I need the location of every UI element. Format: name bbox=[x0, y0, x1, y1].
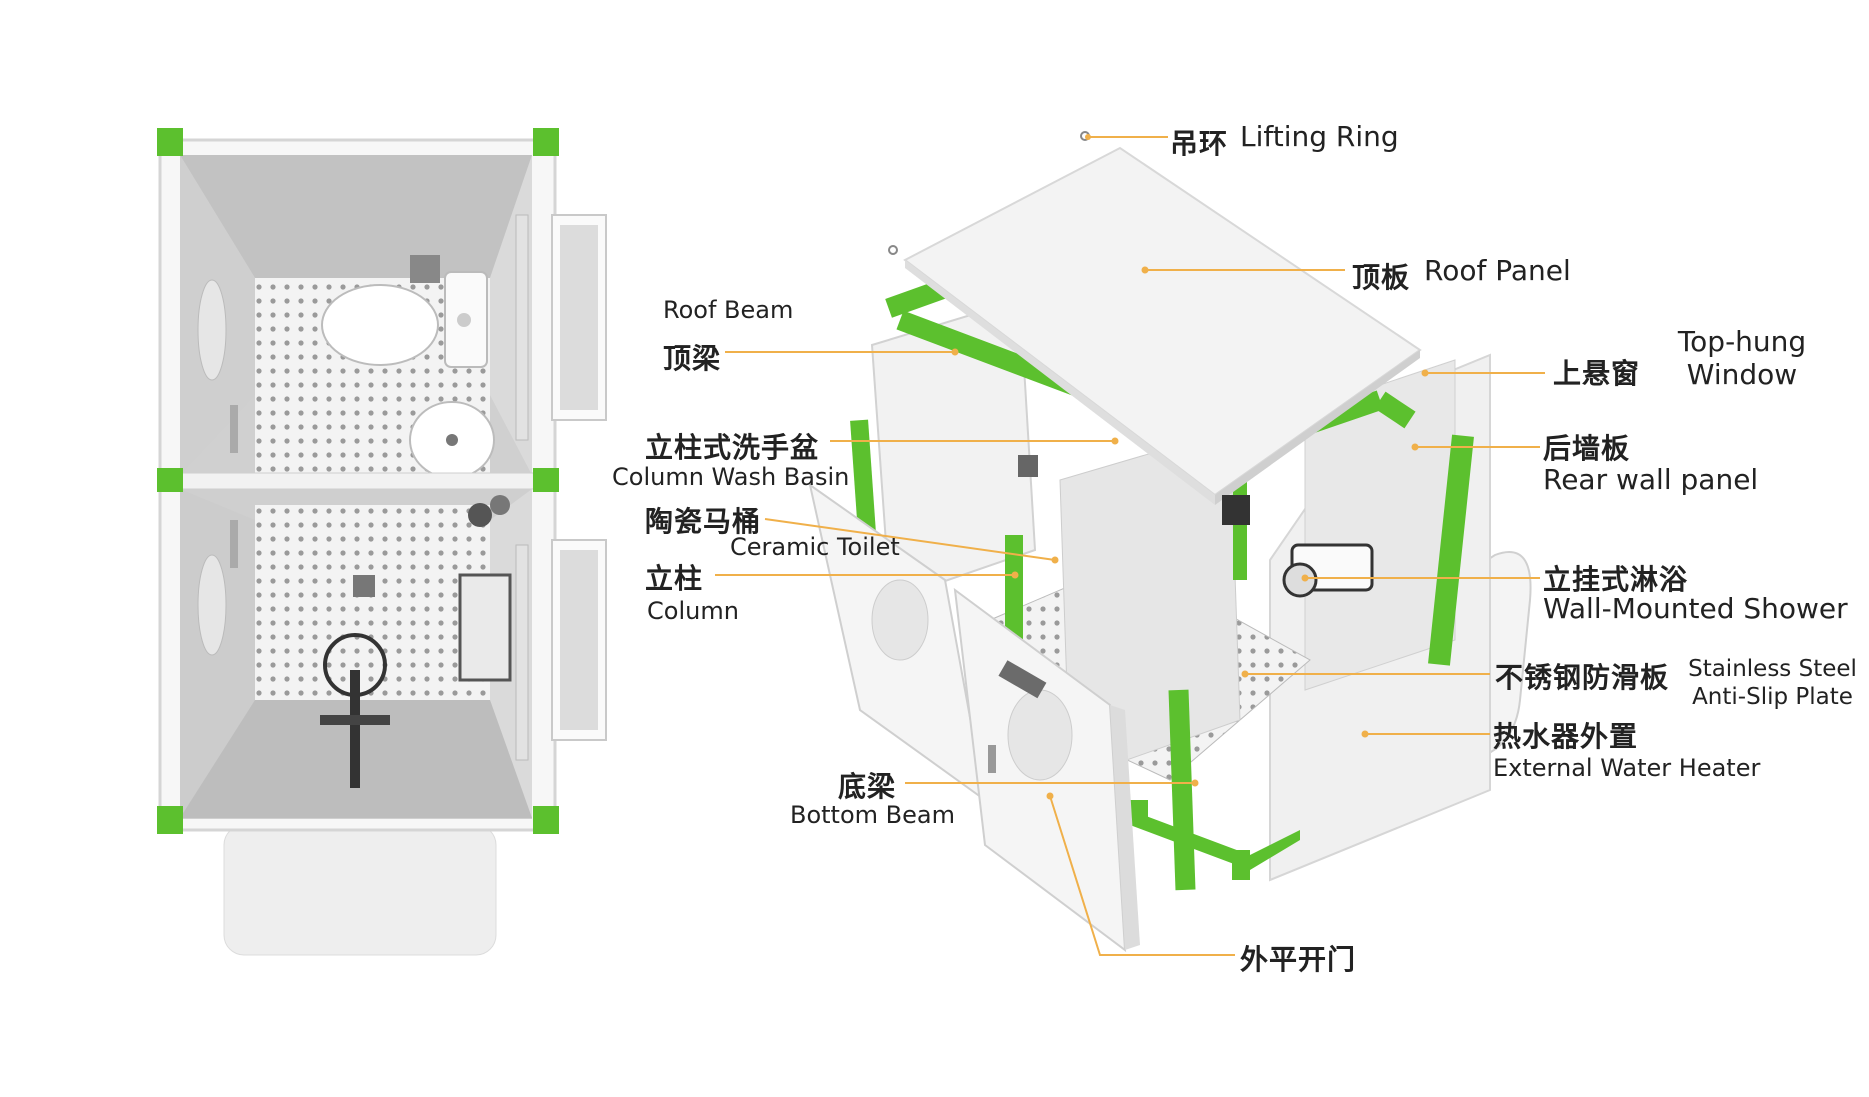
ceramic-toilet-zh: 陶瓷马桶 bbox=[645, 505, 762, 538]
roof-beam-en: Roof Beam bbox=[663, 296, 794, 324]
roof-beam-zh: 顶梁 bbox=[663, 342, 722, 375]
column-wash-basin-en: Column Wash Basin bbox=[612, 463, 850, 491]
outward-door-zh: 外平开门 bbox=[1240, 943, 1357, 976]
leader-dots bbox=[951, 134, 1429, 800]
water-heater-en: External Water Heater bbox=[1493, 754, 1761, 782]
bottom-beam-zh: 底梁 bbox=[838, 770, 897, 803]
top-hung-window-en-2: Window bbox=[1686, 358, 1798, 391]
top-hung-window-zh: 上悬窗 bbox=[1553, 357, 1641, 390]
top-hung-window-en-1: Top-hung bbox=[1677, 325, 1807, 358]
column-en: Column bbox=[647, 597, 739, 625]
exploded-view bbox=[808, 131, 1532, 953]
lifting-ring-en: Lifting Ring bbox=[1240, 120, 1399, 153]
shower-icon bbox=[1282, 562, 1318, 598]
column-right bbox=[1428, 434, 1474, 666]
roof-panel-en: Roof Panel bbox=[1424, 254, 1571, 287]
ceramic-toilet-en: Ceramic Toilet bbox=[730, 533, 900, 561]
water-heater-top bbox=[223, 824, 497, 956]
anti-slip-plate-en-1: Stainless Steel bbox=[1688, 656, 1857, 682]
rear-wall-panel-zh: 后墙板 bbox=[1543, 432, 1631, 465]
wall-mounted-shower-zh: 立挂式淋浴 bbox=[1543, 563, 1689, 596]
anti-slip-plate-en-2: Anti-Slip Plate bbox=[1692, 684, 1853, 710]
top-view-plan bbox=[157, 128, 607, 956]
column-zh: 立柱 bbox=[645, 562, 704, 595]
bottom-beam-frame bbox=[1130, 810, 1300, 870]
wall-mounted-shower-en: Wall-Mounted Shower bbox=[1543, 592, 1848, 625]
column-front bbox=[1168, 689, 1196, 891]
bottom-beam-en: Bottom Beam bbox=[790, 801, 955, 829]
toilet-icon bbox=[321, 284, 439, 366]
water-heater-zh: 热水器外置 bbox=[1493, 720, 1639, 753]
anti-slip-plate-zh: 不锈钢防滑板 bbox=[1495, 661, 1670, 694]
rear-wall-panel-en: Rear wall panel bbox=[1543, 463, 1759, 496]
leader-lines bbox=[715, 136, 1545, 956]
column-wash-basin-zh: 立柱式洗手盆 bbox=[645, 431, 820, 464]
roof-panel-zh: 顶板 bbox=[1352, 261, 1411, 294]
shower-tray-icon bbox=[458, 573, 512, 682]
lifting-ring-zh: 吊环 bbox=[1170, 127, 1229, 160]
